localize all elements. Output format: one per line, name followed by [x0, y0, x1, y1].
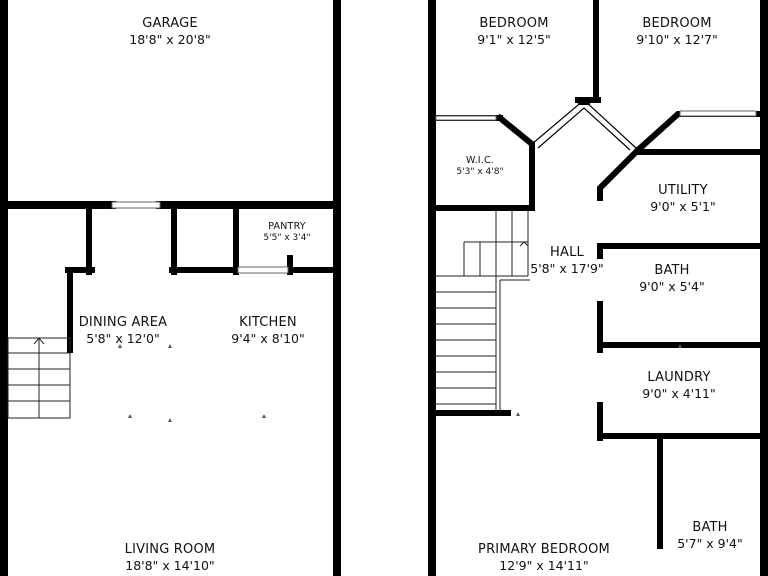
room-garage: GARAGE 18'8" x 20'8" [129, 16, 210, 48]
room-dims: 5'8" x 12'0" [86, 331, 160, 347]
wall-utility [597, 149, 767, 201]
room-hall: HALL 5'8" x 17'9" [530, 245, 603, 277]
room-bedroom-1: BEDROOM 9'1" x 12'5" [477, 16, 550, 48]
room-dims: 9'10" x 12'7" [636, 32, 718, 48]
pantry-door-opening [237, 266, 289, 274]
stairs-right [436, 210, 530, 413]
room-name: UTILITY [658, 183, 708, 198]
room-pantry: PANTRY 5'5" x 3'4" [263, 221, 310, 244]
wall-wic-side [429, 113, 535, 211]
room-name: PANTRY [268, 221, 306, 232]
room-kitchen: KITCHEN 9'4" x 8'10" [231, 315, 304, 347]
room-name: KITCHEN [239, 315, 297, 330]
room-dims: 9'0" x 4'11" [642, 386, 716, 402]
room-bedroom-2: BEDROOM 9'10" x 12'7" [636, 16, 717, 48]
room-dims: 9'1" x 12'5" [477, 32, 551, 48]
room-bath-1: BATH 9'0" x 5'4" [639, 263, 705, 295]
room-name: BATH [692, 520, 728, 535]
room-laundry: LAUNDRY 9'0" x 4'11" [642, 370, 715, 402]
room-wic: W.I.C. 5'3" x 4'8" [456, 155, 503, 178]
room-name: GARAGE [142, 16, 198, 31]
bedroom2-window [679, 110, 757, 117]
stairs-left [7, 337, 71, 419]
room-name: LIVING ROOM [124, 542, 216, 557]
room-utility: UTILITY 9'0" x 5'1" [650, 183, 716, 215]
room-dims: 9'0" x 5'4" [639, 279, 705, 295]
room-primary-bedroom: PRIMARY BEDROOM 12'9" x 14'11" [478, 542, 610, 574]
room-name: LAUNDRY [647, 370, 711, 385]
room-name: BEDROOM [642, 16, 712, 31]
room-name: BEDROOM [479, 16, 549, 31]
room-dims: 9'4" x 8'10" [231, 331, 305, 347]
openings [111, 110, 757, 274]
room-dining: DINING AREA 5'8" x 12'0" [79, 315, 168, 347]
room-name: HALL [550, 245, 584, 260]
room-dims: 18'8" x 14'10" [125, 558, 215, 574]
room-name: BATH [654, 263, 690, 278]
room-name: PRIMARY BEDROOM [478, 542, 610, 557]
room-dims: 12'9" x 14'11" [499, 558, 589, 574]
room-bath-2: BATH 5'7" x 9'4" [677, 520, 743, 552]
room-dims: 18'8" x 20'8" [129, 32, 211, 48]
room-dims: 5'8" x 17'9" [530, 261, 604, 277]
wic-window [435, 115, 497, 121]
room-name: DINING AREA [78, 315, 168, 330]
room-name: W.I.C. [466, 155, 494, 166]
room-dims: 5'3" x 4'8" [456, 166, 504, 177]
bedroom-entry [531, 99, 637, 151]
room-living: LIVING ROOM 18'8" x 14'10" [125, 542, 216, 574]
garage-door-opening [111, 201, 161, 209]
room-dims: 5'7" x 9'4" [677, 536, 743, 552]
room-dims: 9'0" x 5'1" [650, 199, 716, 215]
markers [118, 344, 682, 422]
room-dims: 5'5" x 3'4" [263, 232, 311, 243]
wall-bedroom2-bottom [633, 111, 767, 155]
